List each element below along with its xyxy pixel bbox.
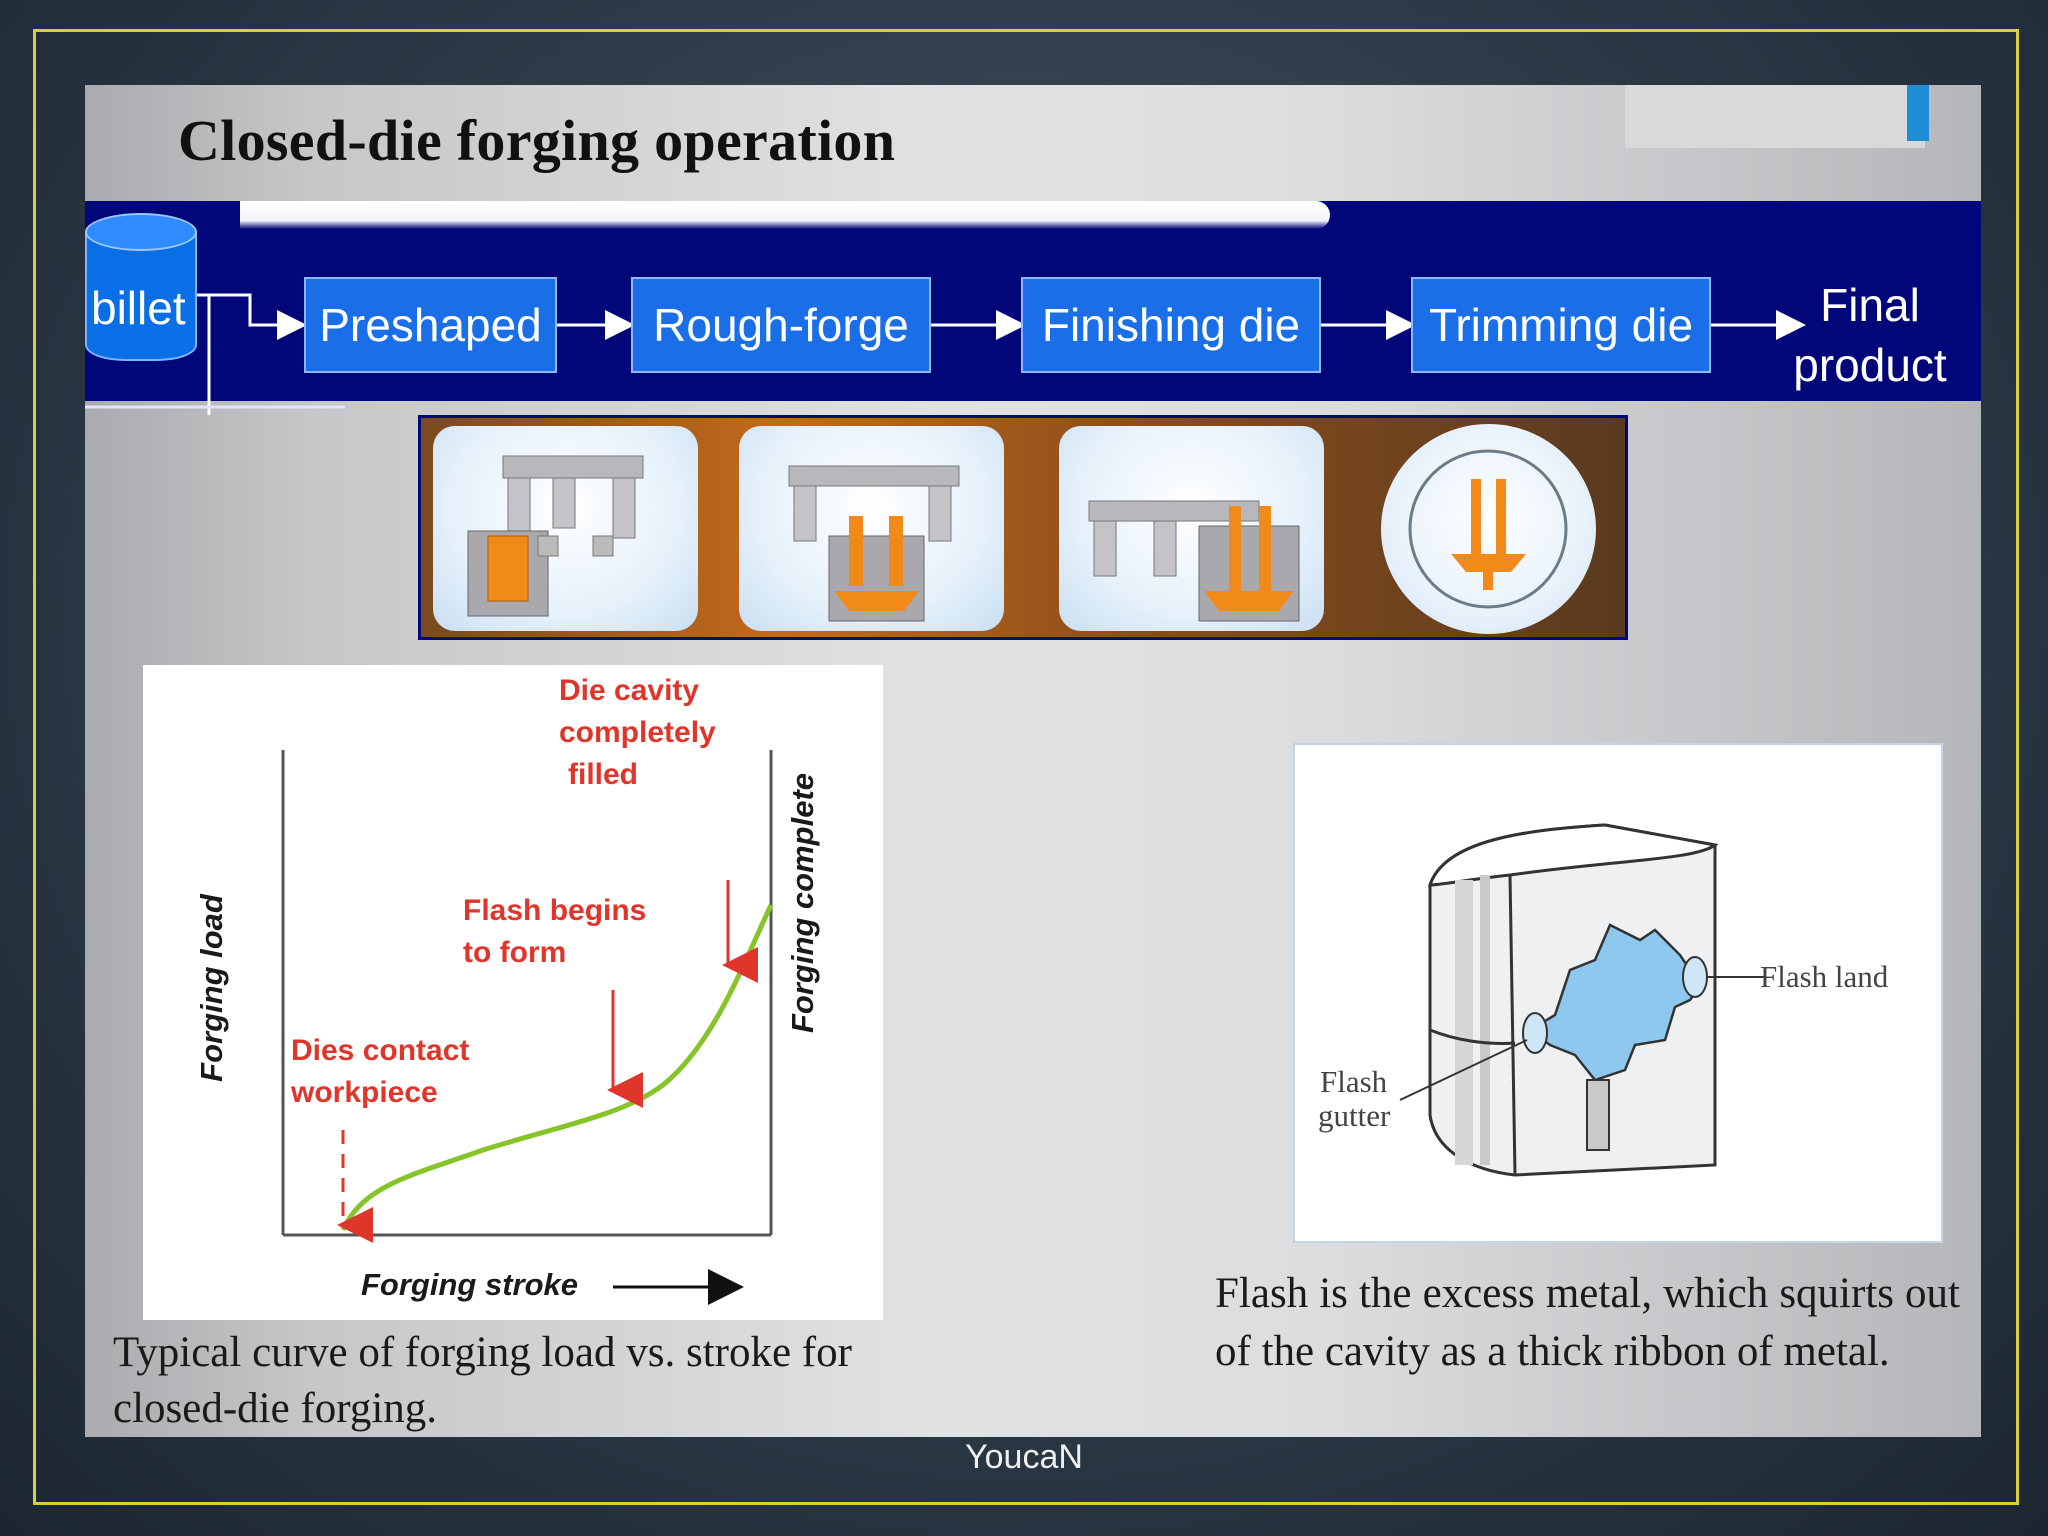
flash-diagram: Flash land Flash gutter — [1293, 743, 1943, 1243]
load-stroke-curve — [340, 903, 774, 1232]
annotation-flash-begins-line-1: Flash begins — [463, 894, 647, 927]
preshape-die-image — [433, 426, 698, 631]
step-rough-forge: Rough-forge — [631, 277, 931, 373]
rough-forge-die-image — [739, 426, 1004, 631]
top-right-placeholder — [1625, 85, 1925, 148]
forging-load-graph: Die cavity completely filled Flash begin… — [143, 665, 883, 1320]
flash-gutter-label-line-1: Flash — [1320, 1064, 1388, 1099]
annotation-flash-begins-line-2: to form — [463, 936, 567, 969]
annotation-dies-contact-line-1: Dies contact — [291, 1034, 470, 1067]
flow-connectors — [85, 293, 1806, 415]
slide: Closed-die forging operation billet Pres… — [85, 85, 1981, 1437]
final-product-line-2: product — [1793, 339, 1947, 391]
graph-plot — [281, 750, 774, 1305]
footer-watermark: YoucaN — [965, 1438, 1083, 1476]
annotation-cavity-filled-line-1: Die cavity — [559, 674, 700, 707]
die-stage-images — [418, 415, 1628, 640]
finishing-die-image — [1059, 426, 1324, 631]
top-right-accent-bar — [1907, 85, 1929, 141]
step-finishing-die: Finishing die — [1021, 277, 1321, 373]
billet-cylinder-top — [85, 213, 197, 251]
band-highlight-streak — [240, 201, 1330, 229]
annotation-dies-contact-line-2: workpiece — [291, 1076, 438, 1109]
flash-caption: Flash is the excess metal, which squirts… — [1215, 1270, 1960, 1375]
annotation-cavity-filled-line-3: filled — [568, 758, 639, 791]
x-axis-label: Forging stroke — [361, 1267, 579, 1302]
flash-land-label: Flash land — [1760, 959, 1889, 994]
annotation-cavity-filled-line-2: completely — [559, 716, 716, 749]
die-flash-illustration — [1399, 823, 1765, 1177]
forging-complete-label: Forging complete — [785, 772, 821, 1034]
slide-frame — [33, 29, 2019, 1505]
billet-cylinder: billet — [85, 213, 197, 378]
step-preshaped: Preshaped — [304, 277, 557, 373]
slide-title: Closed-die forging operation — [178, 108, 896, 173]
final-product-label: Final product — [1775, 275, 1965, 395]
final-product-line-1: Final — [1820, 279, 1920, 331]
flash-gutter-label-line-2: gutter — [1318, 1098, 1391, 1133]
step-trimming-die: Trimming die — [1411, 277, 1711, 373]
trimming-die-image — [1381, 424, 1596, 634]
y-axis-label: Forging load — [193, 894, 229, 1082]
billet-cylinder-body — [85, 231, 197, 361]
graph-caption: Typical curve of forging load vs. stroke… — [113, 1329, 852, 1432]
arrow-billet-to-preshaped — [197, 293, 307, 340]
billet-label: billet — [91, 282, 186, 334]
